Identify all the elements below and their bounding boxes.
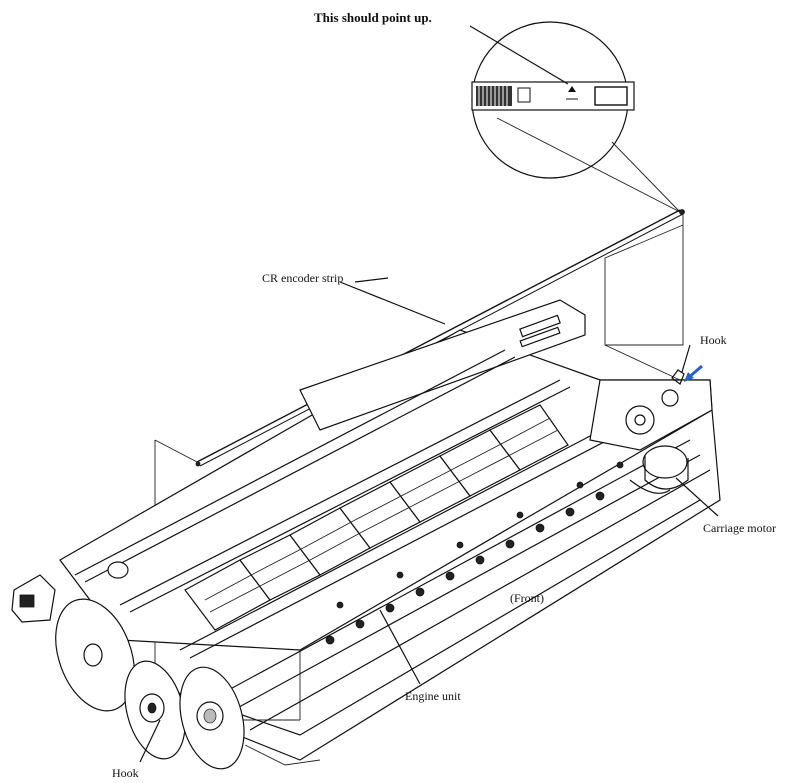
encoder-strip-leader [339, 281, 446, 325]
rib-hatching [204, 417, 559, 613]
magnifier-callout [469, 21, 681, 213]
up-arrow-mark-icon [566, 86, 578, 100]
hook-top [671, 369, 685, 385]
note-leader-line [469, 25, 569, 85]
hook-bottom-leader [139, 719, 161, 763]
front-label: (Front) [510, 591, 544, 605]
left-bracket-top [154, 439, 198, 463]
magnifier-tangent-left [496, 117, 681, 213]
strip-window [594, 86, 628, 106]
front-plate-holes [325, 461, 624, 645]
hook-top-label: Hook [700, 333, 727, 347]
hook-top-leader [681, 344, 691, 373]
callout-note-label: This should point up. [314, 10, 432, 25]
engine-unit-body [59, 299, 721, 761]
magnifier-tangent-right [611, 141, 681, 213]
encoder-strip-leader-2 [354, 277, 389, 283]
right-gear [179, 666, 245, 770]
strip-lines [476, 86, 512, 106]
hook-arrow-icon [684, 364, 703, 382]
carriage-motor-leader [675, 477, 719, 517]
right-bracket-outline [604, 214, 684, 346]
engine-unit-label: Engine unit [405, 689, 461, 703]
right-bracket-foot [604, 344, 681, 381]
cross-ribs [184, 404, 569, 631]
encoder-strip-label: CR encoder strip [262, 271, 343, 285]
hook-bottom-label: Hook [112, 766, 139, 780]
left-end-assembly [11, 561, 321, 770]
carriage-motor-label: Carriage motor [703, 521, 776, 535]
carriage-motor [629, 445, 689, 494]
engine-unit-leader [379, 609, 421, 685]
